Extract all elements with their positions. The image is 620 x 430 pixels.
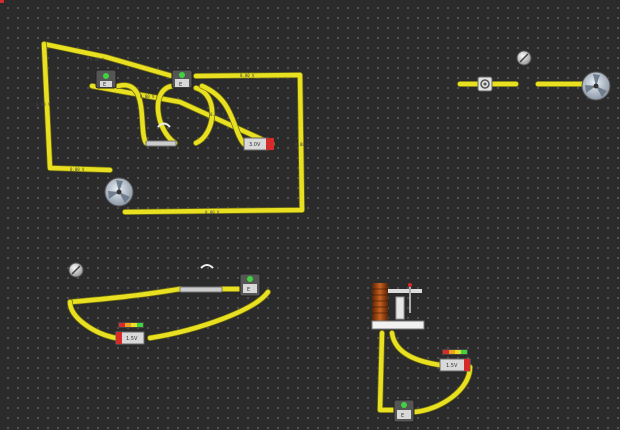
battery-3[interactable]: 1.5V	[439, 349, 471, 372]
wire-label: 0.00 V	[205, 210, 220, 215]
wire-14[interactable]	[147, 289, 271, 341]
wire-label: 0.00 V	[140, 94, 155, 99]
switch-2[interactable]	[179, 264, 223, 293]
transistor-1[interactable]: E	[95, 69, 117, 89]
corner-marker	[0, 0, 4, 3]
svg-text:E: E	[401, 413, 404, 419]
fan-2[interactable]	[581, 71, 611, 101]
wire-label: 0.00 V	[36, 102, 51, 107]
potentiometer-2[interactable]	[68, 262, 84, 278]
wire-1[interactable]	[41, 41, 175, 79]
fan-1[interactable]	[104, 177, 134, 207]
relay[interactable]	[371, 283, 425, 330]
wire-6[interactable]	[193, 85, 215, 146]
battery-1[interactable]: 3.0V	[243, 137, 274, 151]
svg-text:E: E	[179, 82, 182, 88]
potentiometer-1[interactable]	[516, 50, 532, 66]
circuit-1-wires[interactable]	[41, 41, 305, 215]
transistor-4[interactable]: E	[393, 399, 415, 423]
switch-1[interactable]	[145, 122, 177, 147]
wire-label: 0.00 V	[90, 57, 105, 62]
wire-17[interactable]	[389, 330, 443, 368]
wire-18[interactable]	[411, 364, 473, 415]
svg-text:E: E	[247, 287, 250, 293]
battery-voltage: 1.5V	[446, 363, 458, 369]
wire-5[interactable]	[115, 82, 149, 146]
gear-component[interactable]	[477, 76, 493, 92]
svg-text:E: E	[103, 82, 106, 88]
circuit-3-wires[interactable]	[67, 286, 271, 341]
wire-8[interactable]	[155, 83, 178, 146]
transistor-2[interactable]: E	[171, 69, 193, 89]
battery-voltage: 1.5V	[126, 336, 138, 342]
wire-12[interactable]	[67, 286, 183, 305]
circuit-4-wires[interactable]	[377, 330, 473, 415]
wire-label: 0.00 V	[70, 167, 85, 172]
wire-2[interactable]	[41, 41, 113, 173]
battery-voltage: 3.0V	[249, 142, 261, 148]
wire-16[interactable]	[377, 330, 397, 413]
battery-2[interactable]: 1.5V	[115, 322, 145, 345]
wire-7[interactable]	[199, 83, 247, 147]
transistor-3[interactable]: E	[239, 273, 261, 297]
wire-label: 0.00 V	[240, 73, 255, 78]
wire-13[interactable]	[67, 299, 119, 341]
wire-4[interactable]	[89, 83, 275, 147]
wire-label: 0.00 V	[210, 112, 225, 117]
wire-3[interactable]	[122, 72, 305, 215]
wire-label: 0.00 V	[295, 142, 310, 147]
